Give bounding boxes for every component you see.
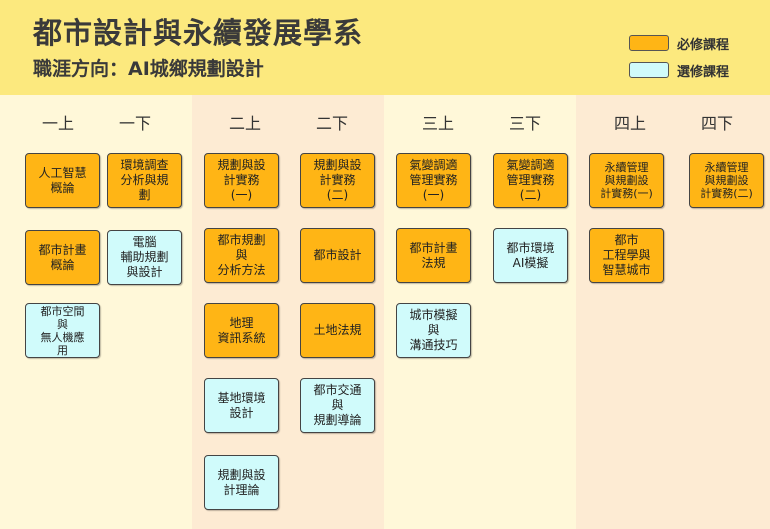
course-box[interactable]: 永續管理 與規劃設 計實務(一) — [589, 153, 664, 208]
course-box[interactable]: 人工智慧 概論 — [25, 153, 100, 208]
course-box[interactable]: 永續管理 與規劃設 計實務(二) — [689, 153, 764, 208]
semester-4-2: 四下 — [700, 114, 733, 133]
semester-3-1: 三上 — [421, 114, 454, 133]
course-box[interactable]: 都市計畫 概論 — [25, 230, 100, 285]
course-box[interactable]: 都市規劃 與 分析方法 — [204, 228, 279, 283]
semester-3-2: 三下 — [508, 114, 541, 133]
legend-required-label: 必修課程 — [677, 38, 730, 53]
semester-2-2: 二下 — [315, 114, 348, 133]
course-box[interactable]: 氣變調適 管理實務 (二) — [493, 153, 568, 208]
legend-elective-label: 選修課程 — [677, 65, 730, 80]
course-box[interactable]: 地理 資訊系統 — [204, 303, 279, 358]
course-box[interactable]: 都市交通 與 規劃導論 — [300, 378, 375, 433]
course-box[interactable]: 都市 工程學與 智慧城市 — [589, 228, 664, 283]
course-box[interactable]: 都市環境 AI模擬 — [493, 228, 568, 283]
course-box[interactable]: 氣變調適 管理實務 (一) — [396, 153, 471, 208]
semester-2-1: 二上 — [228, 114, 261, 133]
course-box[interactable]: 規劃與設 計實務 (二) — [300, 153, 375, 208]
page-title: 都市設計與永續發展學系 — [33, 16, 364, 50]
semester-1-1: 一上 — [41, 114, 74, 133]
legend-required-swatch — [629, 35, 669, 51]
semester-4-1: 四上 — [613, 114, 646, 133]
course-box[interactable]: 規劃與設 計實務 (一) — [204, 153, 279, 208]
semester-1-2: 一下 — [118, 114, 151, 133]
legend-elective-swatch — [629, 62, 669, 78]
course-box[interactable]: 規劃與設 計理論 — [204, 455, 279, 510]
course-box[interactable]: 環境調查 分析與規 劃 — [107, 153, 182, 208]
course-box[interactable]: 基地環境 設計 — [204, 378, 279, 433]
header-banner: 都市設計與永續發展學系 職涯方向：AI城鄉規劃設計 必修課程 選修課程 — [0, 0, 770, 95]
course-box[interactable]: 土地法規 — [300, 303, 375, 358]
course-box[interactable]: 都市空間 與 無人機應 用 — [25, 303, 100, 358]
course-box[interactable]: 都市設計 — [300, 228, 375, 283]
course-box[interactable]: 都市計畫 法規 — [396, 228, 471, 283]
course-box[interactable]: 電腦 輔助規劃 與設計 — [107, 230, 182, 285]
course-box[interactable]: 城市模擬 與 溝通技巧 — [396, 303, 471, 358]
career-direction-subtitle: 職涯方向：AI城鄉規劃設計 — [33, 58, 264, 80]
